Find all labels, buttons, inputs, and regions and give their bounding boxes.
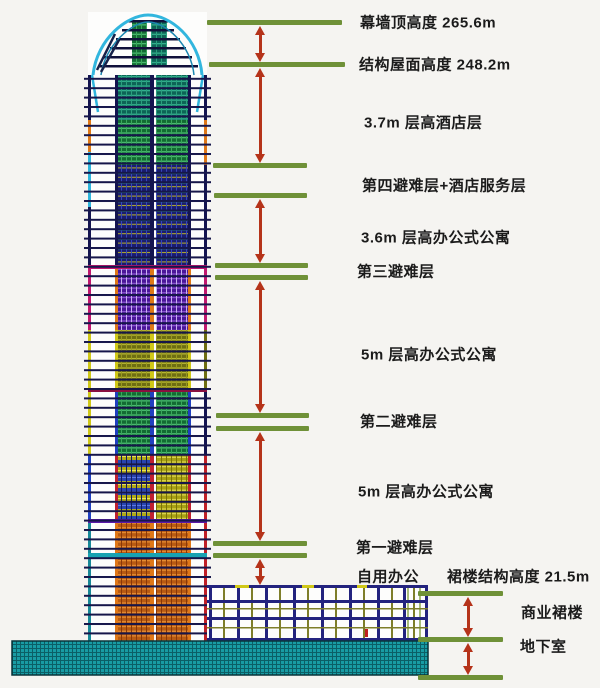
marker-bar-curtain-wall-top [207, 20, 342, 25]
label-own-office: 自用办公 [357, 568, 420, 586]
podium [207, 585, 428, 641]
marker-bar-refuge2-top [216, 413, 309, 418]
marker-bar-refuge3-top [215, 263, 308, 268]
marker-bar-refuge4-top [213, 163, 307, 168]
marker-bar-structural-roof [209, 62, 345, 67]
marker-bar-ground [418, 637, 503, 642]
label-refuge-3: 第三避难层 [357, 263, 435, 281]
marker-bar-basement-bottom [418, 675, 503, 680]
dimension-arrow-hotel-zone [254, 68, 266, 163]
marker-bar-refuge1-bottom [213, 553, 307, 558]
label-apartment-5m-upper: 5m 层高办公式公寓 [361, 346, 497, 364]
marker-bar-refuge1-top [213, 541, 307, 546]
tower [84, 12, 211, 641]
label-structural-roof: 结构屋面高度 248.2m [359, 56, 511, 74]
dimension-arrow-apartment-5m-lower [254, 432, 266, 541]
label-refuge-4: 第四避难层+酒店服务层 [362, 177, 527, 195]
dimension-arrow-own-office [254, 559, 266, 585]
dimension-arrow-commercial-podium [462, 597, 474, 637]
label-refuge-1: 第一避难层 [356, 539, 434, 557]
label-apartment-3-6: 3.6m 层高办公式公寓 [361, 229, 511, 247]
marker-bar-podium-roof [418, 591, 503, 596]
dimension-arrow-parapet [254, 26, 266, 62]
label-podium-height: 裙楼结构高度 21.5m [447, 568, 590, 586]
label-commercial-podium: 商业裙楼 [521, 604, 584, 622]
label-hotel-zone: 3.7m 层高酒店层 [364, 114, 483, 132]
tower-floor-slabs [84, 75, 211, 641]
marker-bar-refuge4-bottom [214, 193, 307, 198]
basement-slab [11, 640, 429, 676]
dimension-arrow-basement [462, 643, 474, 675]
marker-bar-refuge2-bottom [216, 426, 309, 431]
dimension-arrow-apartment-3-6 [254, 199, 266, 263]
label-refuge-2: 第二避难层 [360, 413, 438, 431]
label-basement: 地下室 [520, 638, 567, 656]
dimension-arrow-apartment-5m-upper [254, 281, 266, 413]
label-curtain-wall-top: 幕墙顶高度 265.6m [360, 14, 497, 32]
label-apartment-5m-lower: 5m 层高办公式公寓 [358, 483, 494, 501]
marker-bar-refuge3-bottom [215, 275, 308, 280]
